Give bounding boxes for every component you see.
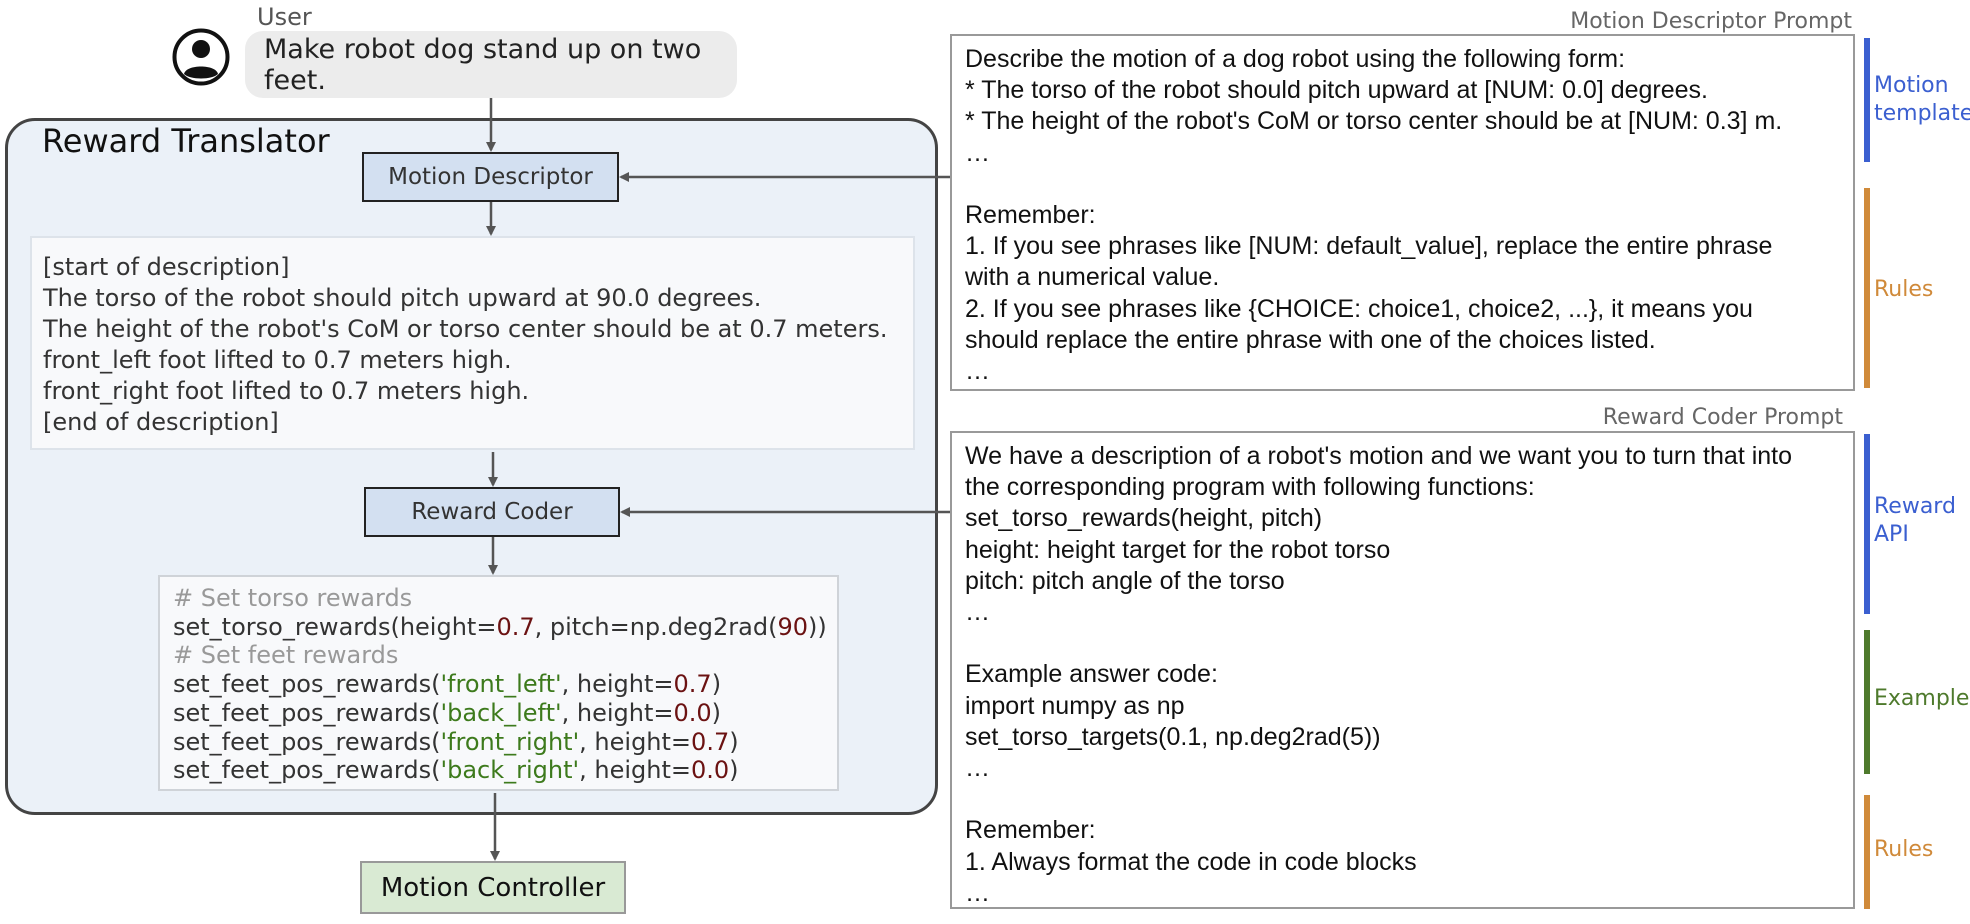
rules-label: Rules [1874,277,1934,302]
code-string: 'back_right' [440,756,580,785]
prompt-line: 2. If you see phrases like {CHOICE: choi… [965,294,1753,323]
prompt-line: pitch: pitch angle of the torso [965,566,1285,595]
code-string: 'front_left' [440,670,562,699]
code-line: set_feet_pos_rewards('front_left', heigh… [173,670,837,699]
motion-descriptor-box: Motion Descriptor [362,152,619,202]
section-label-line: API [1874,522,1909,547]
prompt-line: … [965,754,990,783]
prompt-line: set_torso_targets(0.1, np.deg2rad(5)) [965,722,1381,751]
example-label: Example [1874,686,1970,711]
reward-coder-box: Reward Coder [364,487,620,537]
user-label: User [257,3,312,31]
description-line: [end of description] [43,408,279,436]
motion-descriptor-label: Motion Descriptor [388,164,593,190]
code-line: set_feet_pos_rewards('back_right', heigh… [173,756,837,785]
code-token: ) [729,727,739,756]
code-token: set_feet_pos_rewards( [173,670,441,699]
prompt-line: should replace the entire phrase with on… [965,325,1656,354]
prompt-line: 1. If you see phrases like [NUM: default… [965,232,1773,261]
prompt-line: We have a description of a robot's motio… [965,442,1793,470]
code-number: 0.7 [673,670,712,699]
prompt-line: Example answer code: [965,660,1218,689]
section-label-line: template [1874,101,1970,126]
reward-coder-prompt-box: We have a description of a robot's motio… [950,431,1855,909]
description-line: [start of description] [43,253,290,281]
code-token: set_torso_rewards(height= [173,612,497,641]
prompt-line: … [965,357,990,386]
code-number: 0.7 [691,727,730,756]
motion-descriptor-prompt-box: Describe the motion of a dog robot using… [950,34,1855,391]
motion-description-output: [start of description] The torso of the … [30,236,915,450]
prompt-line: Describe the motion of a dog robot using… [965,45,1626,73]
motion-controller-box: Motion Controller [360,861,626,914]
code-line: set_torso_rewards(height=0.7, pitch=np.d… [173,613,837,642]
prompt-line: … [965,138,990,167]
code-number: 0.7 [496,612,535,641]
prompt-line: the corresponding program with following… [965,473,1535,502]
reward-api-bar [1864,434,1870,614]
code-comment: # Set torso rewards [173,584,413,612]
rules-bar [1864,795,1870,909]
prompt-line: set_torso_rewards(height, pitch) [965,504,1323,533]
motion-template-label: Motion template [1874,72,1970,128]
user-message-text: Make robot dog stand up on two feet. [264,33,702,96]
code-number: 0.0 [673,698,712,727]
code-token: , height= [561,698,674,727]
rules-label: Rules [1874,837,1934,862]
description-line: The height of the robot's CoM or torso c… [43,315,888,343]
prompt-line: * The torso of the robot should pitch up… [965,76,1709,105]
code-string: 'back_left' [440,698,562,727]
reward-code-output: # Set torso rewards set_torso_rewards(he… [158,575,839,791]
reward-api-label: Reward API [1874,493,1956,549]
reward-coder-prompt-title: Reward Coder Prompt [1602,405,1843,430]
user-avatar-icon [172,28,230,86]
code-line: set_feet_pos_rewards('back_left', height… [173,699,837,728]
prompt-line: Remember: [965,201,1096,229]
code-token: set_feet_pos_rewards( [173,698,441,727]
code-token: , pitch=np.deg2rad( [534,612,778,641]
prompt-line: import numpy as np [965,691,1185,720]
prompt-line: * The height of the robot's CoM or torso… [965,107,1783,136]
reward-coder-label: Reward Coder [411,499,573,525]
code-number: 0.0 [690,756,730,785]
code-token: , height= [579,727,692,756]
code-comment: # Set feet rewards [173,641,399,670]
code-number: 90 [777,612,808,641]
code-token: , height= [579,756,691,785]
description-line: front_right foot lifted to 0.7 meters hi… [43,377,530,405]
prompt-line: Remember: [965,816,1096,845]
code-string: 'front_right' [440,727,580,756]
code-token: ) [711,698,722,727]
code-line: set_feet_pos_rewards('front_right', heig… [173,728,837,757]
description-line: front_left foot lifted to 0.7 meters hig… [43,346,512,374]
code-token: )) [808,612,827,641]
prompt-line: with a numerical value. [965,263,1220,292]
user-message-bubble: Make robot dog stand up on two feet. [245,31,737,98]
example-bar [1864,630,1870,774]
prompt-line: height: height target for the robot tors… [965,535,1391,564]
reward-translator-title: Reward Translator [42,122,330,160]
motion-controller-label: Motion Controller [380,872,606,903]
code-token: set_feet_pos_rewards( [173,756,441,785]
prompt-line: 1. Always format the code in code blocks [965,847,1417,876]
code-token: ) [711,670,722,699]
motion-descriptor-prompt-title: Motion Descriptor Prompt [1570,9,1852,34]
prompt-line: … [965,598,990,627]
code-token: ) [729,756,739,785]
section-label-line: Reward [1874,494,1956,519]
code-token: set_feet_pos_rewards( [173,727,441,756]
section-label-line: Motion [1874,73,1949,98]
prompt-line: … [965,878,990,907]
motion-template-bar [1864,38,1870,162]
description-line: The torso of the robot should pitch upwa… [43,284,762,312]
code-token: , height= [561,670,674,699]
rules-bar [1864,188,1870,388]
